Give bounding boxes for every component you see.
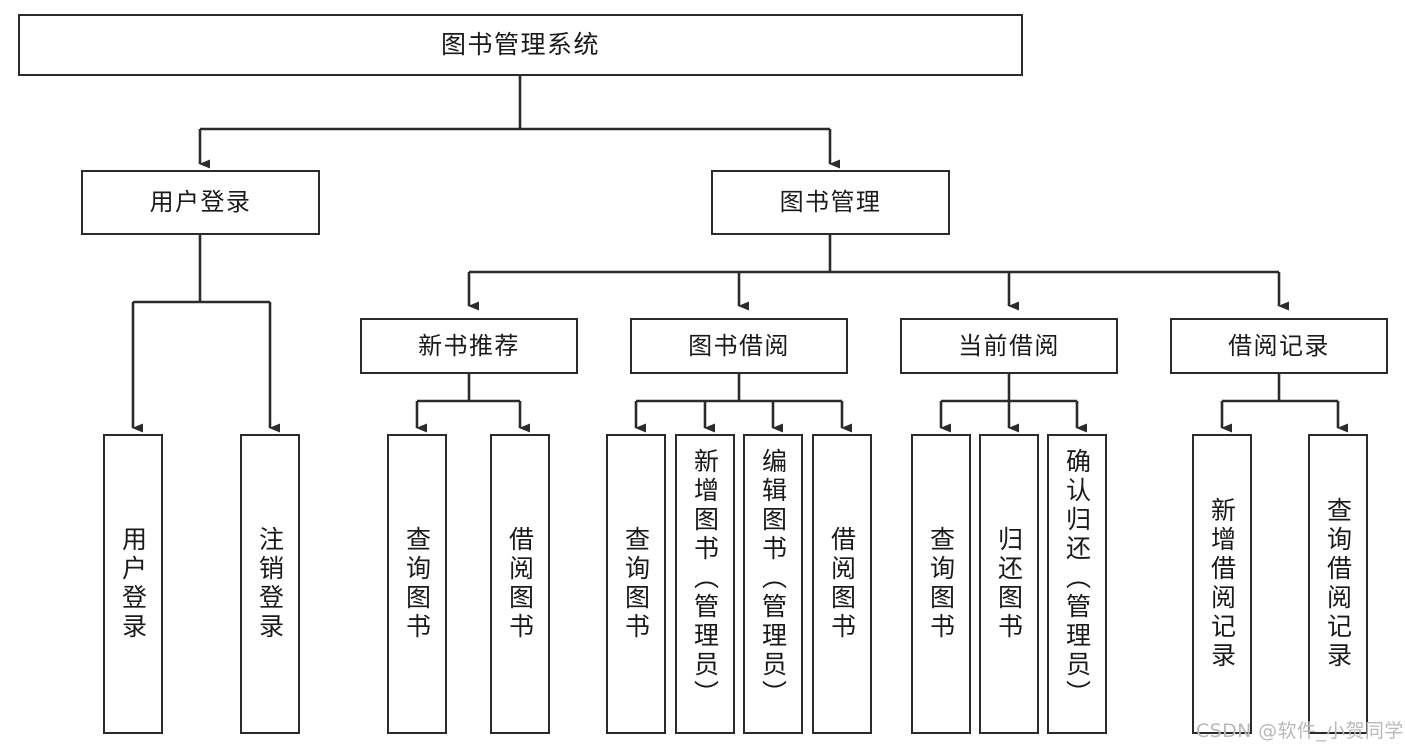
node-label: 借阅记录	[1228, 331, 1330, 360]
leaf-user-login[interactable]: 用户登录	[103, 434, 163, 734]
node-label: 新增借阅记录	[1207, 497, 1237, 671]
leaf-confirm-return-admin[interactable]: 确认归还（管理员）	[1047, 434, 1107, 734]
node-book-borrow[interactable]: 图书借阅	[630, 318, 848, 374]
leaf-return-book[interactable]: 归还图书	[979, 434, 1039, 734]
leaf-query-book-borrow[interactable]: 查询图书	[606, 434, 666, 734]
node-new-book-recommend[interactable]: 新书推荐	[360, 318, 578, 374]
node-label: 借阅图书	[505, 526, 535, 642]
leaf-borrow-book[interactable]: 借阅图书	[812, 434, 872, 734]
node-label: 归还图书	[994, 526, 1024, 642]
node-label: 查询图书	[402, 526, 432, 642]
node-label: 用户登录	[118, 526, 148, 642]
node-label: 新增图书（管理员）	[690, 448, 720, 709]
node-label: 编辑图书（管理员）	[758, 448, 788, 709]
node-label: 确认归还（管理员）	[1062, 448, 1092, 709]
csdn-watermark: CSDN @软件_小贺同学	[1196, 720, 1404, 742]
node-label: 用户登录	[149, 188, 252, 217]
node-label: 注销登录	[255, 526, 285, 642]
node-label: 图书管理系统	[440, 30, 600, 60]
node-root-system[interactable]: 图书管理系统	[18, 14, 1023, 76]
node-label: 查询图书	[621, 526, 651, 642]
node-book-manage[interactable]: 图书管理	[711, 170, 950, 235]
leaf-borrow-book-recommend[interactable]: 借阅图书	[490, 434, 550, 734]
node-label: 借阅图书	[827, 526, 857, 642]
node-current-borrow[interactable]: 当前借阅	[900, 318, 1118, 374]
node-label: 图书借阅	[688, 331, 790, 360]
leaf-edit-book-admin[interactable]: 编辑图书（管理员）	[743, 434, 803, 734]
node-label: 查询图书	[926, 526, 956, 642]
leaf-add-borrow-record[interactable]: 新增借阅记录	[1192, 434, 1252, 734]
node-label: 查询借阅记录	[1323, 497, 1353, 671]
leaf-query-book-recommend[interactable]: 查询图书	[387, 434, 447, 734]
leaf-query-book-current[interactable]: 查询图书	[911, 434, 971, 734]
node-borrow-record[interactable]: 借阅记录	[1170, 318, 1388, 374]
leaf-add-book-admin[interactable]: 新增图书（管理员）	[675, 434, 735, 734]
leaf-query-borrow-record[interactable]: 查询借阅记录	[1308, 434, 1368, 734]
leaf-logout-login[interactable]: 注销登录	[240, 434, 300, 734]
node-label: 图书管理	[779, 188, 882, 217]
node-label: 新书推荐	[418, 331, 520, 360]
node-label: 当前借阅	[958, 331, 1060, 360]
node-user-login[interactable]: 用户登录	[81, 170, 320, 235]
